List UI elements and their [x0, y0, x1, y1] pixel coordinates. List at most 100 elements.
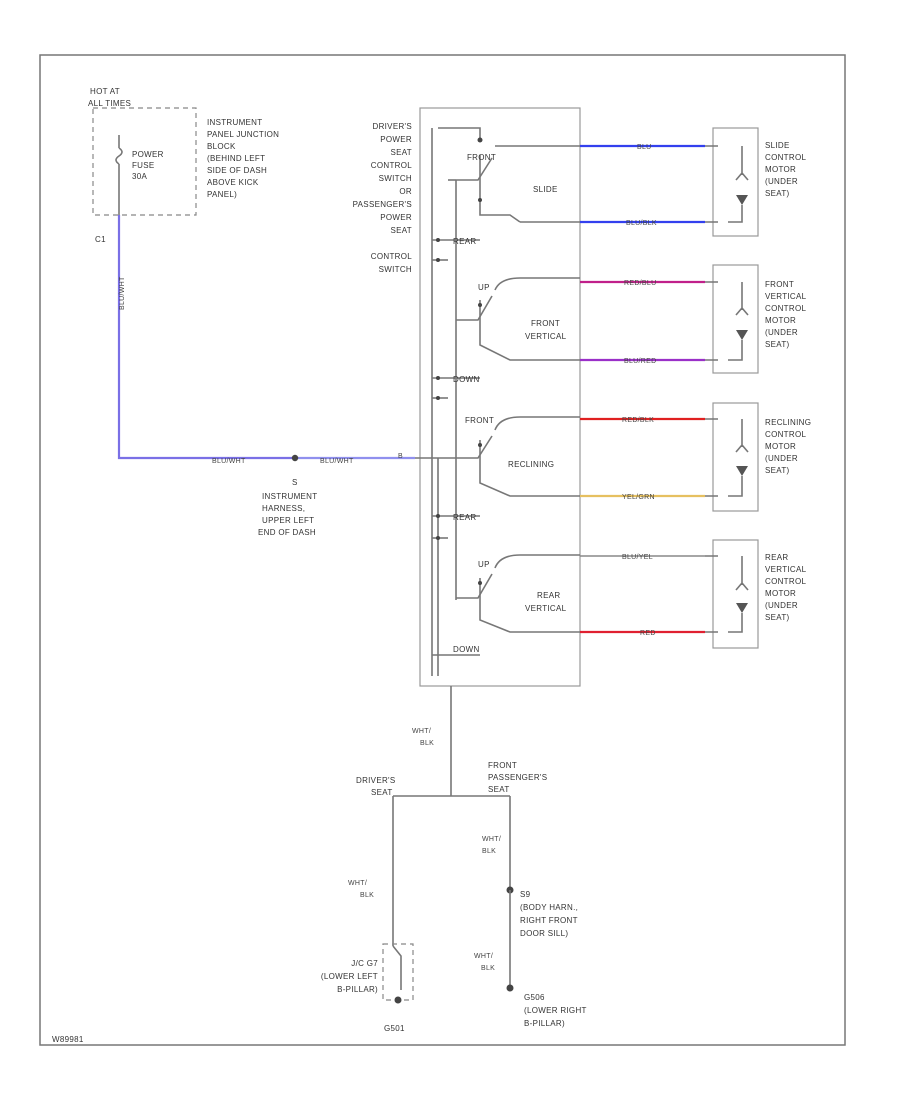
- jc-label-3: B-PILLAR): [337, 985, 378, 994]
- drivers-seat-label-1: DRIVER'S: [356, 776, 396, 785]
- reclining-motor-3: MOTOR: [765, 442, 796, 451]
- fuse-label-1: POWER: [132, 150, 164, 159]
- slide-name-label: SLIDE: [533, 185, 558, 194]
- right-ground-wire-2b: BLK: [481, 965, 495, 972]
- left-ground-wire-2: BLK: [360, 892, 374, 899]
- rear-vertical-motor-1: REAR: [765, 553, 788, 562]
- motor-icon: [735, 282, 749, 316]
- switch-desc-5: SWITCH: [379, 174, 412, 183]
- rear-vertical-motor-4: MOTOR: [765, 589, 796, 598]
- rear-vertical-top-label: UP: [478, 560, 490, 569]
- jc-label-1: J/C G7: [351, 959, 378, 968]
- front-vertical-name-2: VERTICAL: [525, 332, 567, 341]
- s9-label-1: S9: [520, 890, 531, 899]
- right-ground-wire-1b: BLK: [482, 848, 496, 855]
- splice-label: S INSTRUMENT HARNESS, UPPER LEFT END OF …: [258, 478, 317, 537]
- s9-label-2: (BODY HARN.,: [520, 903, 578, 912]
- diagram-frame: [39, 54, 846, 1046]
- rear-vertical-motor-2: VERTICAL: [765, 565, 807, 574]
- left-ground-label: G501: [384, 1024, 405, 1033]
- switch-section-labels: FRONT SLIDE REAR UP FRONT VERTICAL DOWN …: [453, 153, 567, 654]
- right-ground-wire-2a: WHT/: [474, 953, 493, 960]
- passenger-seat-label-3: SEAT: [488, 785, 510, 794]
- drivers-seat-label-2: SEAT: [371, 788, 393, 797]
- switch-description: DRIVER'S POWER SEAT CONTROL SWITCH OR PA…: [353, 122, 413, 274]
- switch-desc-2: POWER: [380, 135, 412, 144]
- ground-circuit: WHT/ BLK DRIVER'S SEAT FRONT PASSENGER'S…: [321, 686, 587, 1033]
- splice-desc-3: UPPER LEFT: [262, 516, 314, 525]
- front-vertical-motor-5: (UNDER: [765, 328, 798, 337]
- switch-ground-wire-2: BLK: [420, 740, 434, 747]
- rear-vertical-wire-top-label: BLU/YEL: [622, 554, 653, 561]
- slide-motor-4: (UNDER: [765, 177, 798, 186]
- slide-top-label: FRONT: [467, 153, 496, 162]
- s9-label-4: DOOR SILL): [520, 929, 568, 938]
- switch-desc-8: POWER: [380, 213, 412, 222]
- feed-wire-left-label: BLU/WHT: [212, 458, 246, 465]
- rear-vertical-motor-5: (UNDER: [765, 601, 798, 610]
- fuse-pin-label: C1: [95, 235, 106, 244]
- right-ground-label-3: B-PILLAR): [524, 1019, 565, 1028]
- fuse-desc-2: PANEL JUNCTION: [207, 130, 279, 139]
- fuse-label-3: 30A: [132, 172, 147, 181]
- seat-switch-box: [415, 107, 581, 687]
- right-ground-wire-1a: WHT/: [482, 836, 501, 843]
- rear-vertical-motor-3: CONTROL: [765, 577, 806, 586]
- splice-letter: S: [292, 478, 298, 487]
- fuse-desc-7: PANEL): [207, 190, 237, 199]
- switch-ground-wire-1: WHT/: [412, 728, 431, 735]
- switch-desc-3: SEAT: [390, 148, 412, 157]
- motor-wires: BLU BLU/BLK RED/BLU BLU/RED RED/BLK YEL/…: [580, 144, 705, 637]
- passenger-seat-label-1: FRONT: [488, 761, 517, 770]
- splice-dot: [291, 454, 299, 462]
- rear-vertical-name-1: REAR: [537, 591, 560, 600]
- right-ground-label-2: (LOWER RIGHT: [524, 1006, 587, 1015]
- front-vertical-name-1: FRONT: [531, 319, 560, 328]
- motor-icon: [735, 419, 749, 453]
- fuse-desc-6: ABOVE KICK: [207, 178, 259, 187]
- switch-desc-9: SEAT: [390, 226, 412, 235]
- motor-icon: [736, 603, 748, 613]
- fuse-icon: [115, 135, 123, 215]
- feed-wire-pin-label: B: [398, 453, 403, 460]
- slide-wire-bottom-label: BLU/BLK: [626, 220, 657, 227]
- reclining-motor-5: SEAT): [765, 466, 790, 475]
- reclining-bottom-label: REAR: [453, 513, 476, 522]
- fuse-desc-4: (BEHIND LEFT: [207, 154, 265, 163]
- jc-label-2: (LOWER LEFT: [321, 972, 378, 981]
- splice-desc-4: END OF DASH: [258, 528, 316, 537]
- s9-label-3: RIGHT FRONT: [520, 916, 578, 925]
- rear-vertical-name-2: VERTICAL: [525, 604, 567, 613]
- hot-label-2: ALL TIMES: [88, 99, 131, 108]
- motors: SLIDE CONTROL MOTOR (UNDER SEAT) FRONT V…: [705, 127, 811, 649]
- reclining-wire-top-label: RED/BLK: [622, 417, 654, 424]
- fuse-label-2: FUSE: [132, 161, 155, 170]
- front-vertical-motor-3: CONTROL: [765, 304, 806, 313]
- front-vertical-bottom-label: DOWN: [453, 375, 480, 384]
- slide-motor-5: SEAT): [765, 189, 790, 198]
- reclining-motor-2: CONTROL: [765, 430, 806, 439]
- passenger-seat-label-2: PASSENGER'S: [488, 773, 547, 782]
- slide-bottom-label: REAR: [453, 237, 476, 246]
- right-ground-label-1: G506: [524, 993, 545, 1002]
- front-vertical-wire-bottom-label: BLU/RED: [624, 358, 656, 365]
- motor-icon: [735, 146, 749, 181]
- reclining-motor-1: RECLINING: [765, 418, 811, 427]
- switch-desc-1: DRIVER'S: [373, 122, 413, 131]
- slide-wire-top-label: BLU: [637, 144, 652, 151]
- fuse-box: HOT AT ALL TIMES POWER FUSE 30A INSTRUME…: [88, 87, 279, 244]
- ground-dot-left: [394, 996, 402, 1004]
- motor-icon: [736, 466, 748, 476]
- hot-label-1: HOT AT: [90, 87, 120, 96]
- fuse-desc-5: SIDE OF DASH: [207, 166, 267, 175]
- motor-icon: [736, 330, 748, 340]
- footer-code: W89981: [52, 1035, 84, 1044]
- splice-desc-1: INSTRUMENT: [262, 492, 317, 501]
- reclining-name-label: RECLINING: [508, 460, 554, 469]
- left-ground-wire-1: WHT/: [348, 880, 367, 887]
- slide-motor-2: CONTROL: [765, 153, 806, 162]
- reclining-top-label: FRONT: [465, 416, 494, 425]
- rear-vertical-wire-bottom-label: RED: [640, 630, 656, 637]
- front-vertical-wire-top-label: RED/BLU: [624, 280, 656, 287]
